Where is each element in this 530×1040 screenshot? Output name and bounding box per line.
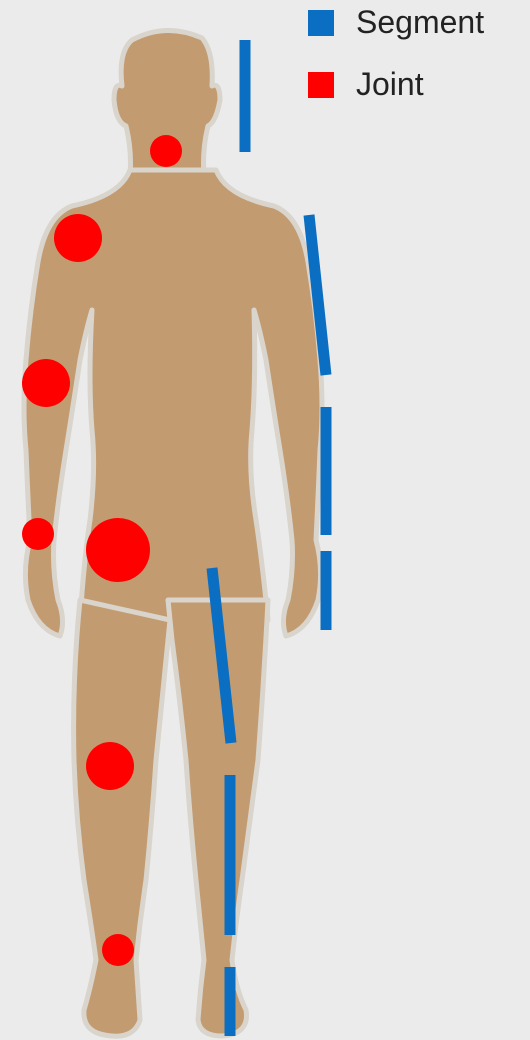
segment-swatch xyxy=(308,10,334,36)
joint-hip xyxy=(86,518,150,582)
legend-item-joint: Joint xyxy=(308,66,424,103)
joint-neck xyxy=(150,135,182,167)
joint-swatch xyxy=(308,72,334,98)
joint-wrist xyxy=(22,518,54,550)
legend-item-segment: Segment xyxy=(308,4,484,41)
joint-ankle xyxy=(102,934,134,966)
joint-elbow xyxy=(22,359,70,407)
human-body-silhouette xyxy=(24,30,322,1036)
left-leg xyxy=(74,600,170,1036)
legend-label-joint: Joint xyxy=(356,66,424,103)
joint-shoulder xyxy=(54,214,102,262)
joint-knee xyxy=(86,742,134,790)
legend-label-segment: Segment xyxy=(356,4,484,41)
